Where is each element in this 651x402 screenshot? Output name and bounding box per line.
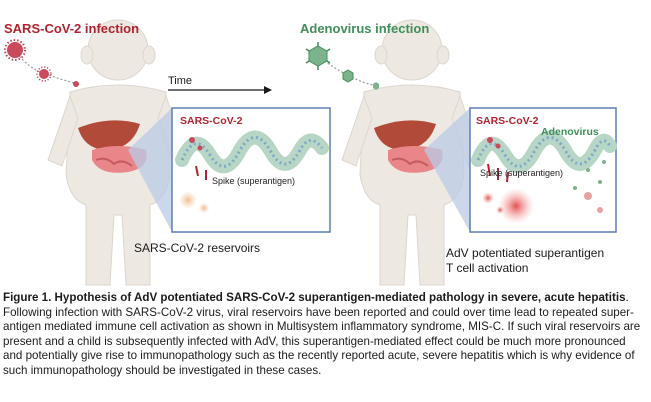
left-inset-title: SARS-CoV-2: [180, 115, 243, 127]
left-panel-caption: SARS-CoV-2 reservoirs: [134, 241, 260, 255]
left-spike-label: Spike (superantigen): [212, 176, 295, 186]
right-inset-adenovirus-label: Adenovirus: [541, 126, 599, 138]
left-virus-trail: [4, 39, 79, 87]
right-inset: [469, 107, 617, 233]
left-inset: [171, 107, 331, 233]
right-infection-label: Adenovirus infection: [300, 21, 429, 36]
left-zoom-cone: [128, 108, 172, 232]
right-spike-label: Spike (superantigen): [480, 168, 563, 178]
time-label: Time: [168, 75, 192, 87]
figure-caption: Figure 1. Hypothesis of AdV potentiated …: [3, 291, 648, 378]
right-virus-trail: [305, 42, 379, 90]
figure-illustration: SARS-CoV-2 infection SARS-CoV-2 Spike (s…: [4, 19, 617, 286]
caption-body: . Following infection with SARS-CoV-2 vi…: [3, 291, 641, 377]
right-inset-title: SARS-CoV-2: [476, 115, 539, 127]
time-arrow: [168, 86, 272, 94]
caption-title: Figure 1. Hypothesis of AdV potentiated …: [3, 291, 626, 304]
left-infection-label: SARS-CoV-2 infection: [4, 21, 139, 36]
figure-svg: SARS-CoV-2 infection SARS-CoV-2 Spike (s…: [4, 19, 617, 286]
right-panel-caption-line1: AdV potentiated superantigen: [446, 246, 604, 260]
right-panel-caption-line2: T cell activation: [446, 261, 528, 275]
right-zoom-cone: [424, 108, 470, 232]
